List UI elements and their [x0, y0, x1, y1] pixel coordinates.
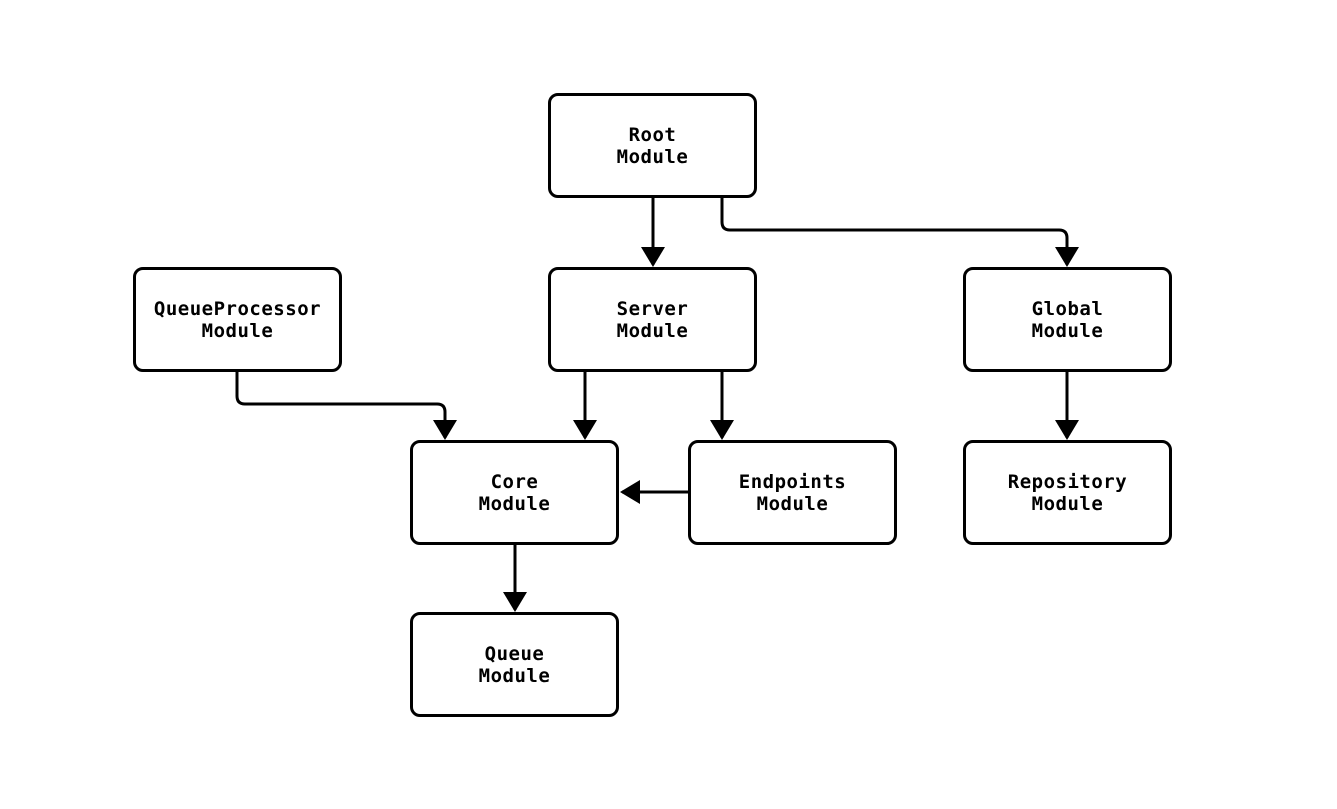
- node-queue-module-label: Queue Module: [478, 642, 551, 687]
- node-repository-module-label: Repository Module: [1007, 470, 1128, 515]
- edge-queueprocessor-to-core: [235, 372, 457, 440]
- node-repository-module: Repository Module: [963, 440, 1172, 545]
- node-root-module: Root Module: [548, 93, 757, 198]
- node-endpoints-module-label: Endpoints Module: [738, 470, 847, 515]
- node-queueprocessor-module: QueueProcessor Module: [133, 267, 342, 372]
- edge-root-to-global: [720, 198, 1079, 267]
- node-queue-module: Queue Module: [410, 612, 619, 717]
- node-global-module: Global Module: [963, 267, 1172, 372]
- node-queueprocessor-module-label: QueueProcessor Module: [153, 297, 322, 342]
- node-global-module-label: Global Module: [1031, 297, 1104, 342]
- node-root-module-label: Root Module: [616, 123, 689, 168]
- node-core-module: Core Module: [410, 440, 619, 545]
- node-core-module-label: Core Module: [478, 470, 551, 515]
- node-server-module: Server Module: [548, 267, 757, 372]
- node-endpoints-module: Endpoints Module: [688, 440, 897, 545]
- node-server-module-label: Server Module: [616, 297, 689, 342]
